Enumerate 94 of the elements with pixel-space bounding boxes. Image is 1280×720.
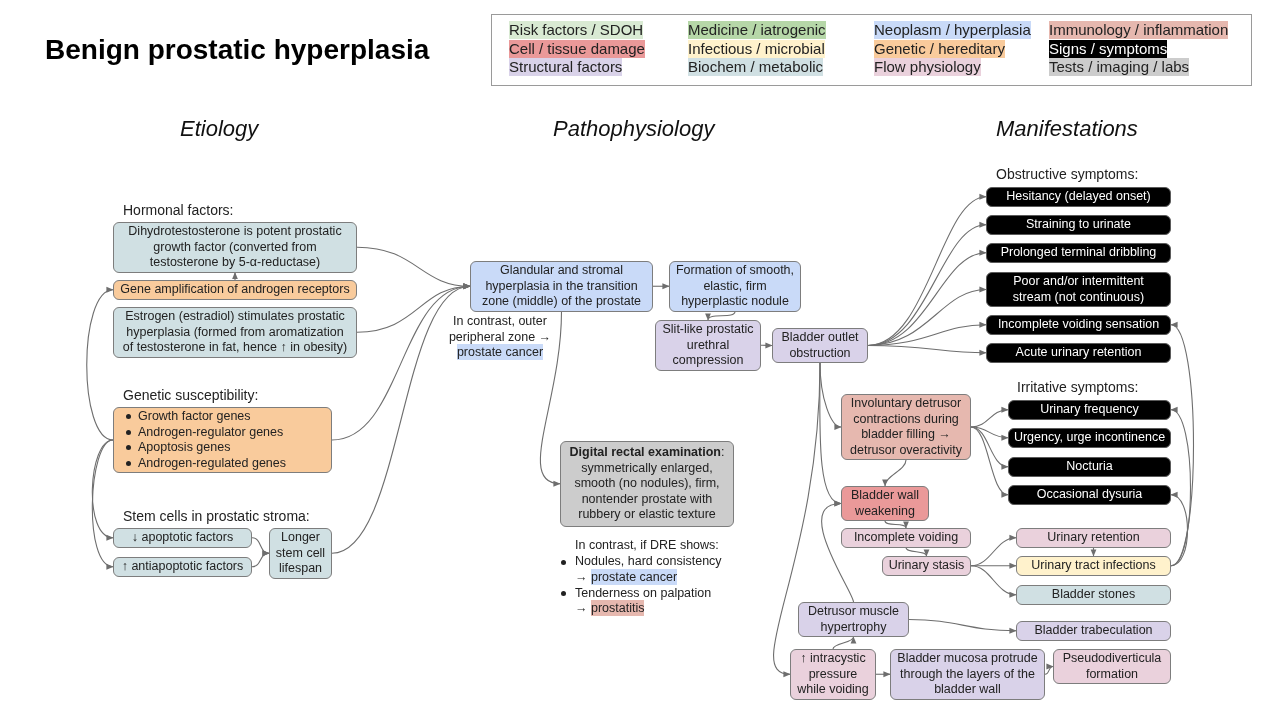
symptom-box: Urinary frequency (1008, 400, 1171, 420)
process-box: ↑ antiapoptotic factors (113, 557, 252, 577)
section-heading: Genetic susceptibility: (123, 387, 259, 403)
symptom-box: Nocturia (1008, 457, 1171, 477)
arrow (908, 618, 1017, 634)
process-box: Glandular and stromal hyperplasia in the transition zone (middle) of the prostate (470, 261, 653, 312)
section-heading: Hormonal factors: (123, 202, 234, 218)
column-heading: Manifestations (996, 116, 1138, 142)
arrow (875, 671, 891, 678)
legend-item: Immunology / inflammation (1049, 21, 1229, 40)
process-box: Bladder wall weakening (841, 486, 929, 521)
section-heading: Irritative symptoms: (1017, 379, 1139, 395)
highlighted-term: prostate cancer (591, 568, 678, 585)
arrow (905, 546, 928, 557)
process-box: Dihydrotestosterone is potent prostatic growth factor (converted from testosterone by 5-α-reductase) (113, 222, 357, 273)
section-heading: Obstructive symptoms: (996, 166, 1139, 182)
process-box: Detrusor muscle hypertrophy (798, 602, 909, 637)
symptom-box: Prolonged terminal dribbling (986, 243, 1171, 263)
legend-item: Genetic / hereditary (874, 39, 1005, 58)
arrow (251, 551, 270, 568)
process-box: Urinary tract infections (1016, 556, 1171, 576)
arrow (970, 407, 1009, 428)
legend-item: Structural factors (509, 58, 623, 77)
symptom-box: Acute urinary retention (986, 343, 1171, 363)
arrow (1170, 409, 1192, 567)
arrow (86, 289, 114, 441)
note-text: → (575, 601, 588, 615)
arrow (652, 283, 670, 290)
highlighted-term: prostatitis (591, 600, 645, 616)
arrow (832, 636, 855, 650)
arrow (1090, 546, 1097, 557)
process-box: Estrogen (estradiol) stimulates prostatic hyperplasia (formed from aromatization of testosterone in fat, hence ↑ in obesity) (113, 307, 357, 358)
list-item: Growth factor genes (138, 409, 251, 425)
process-box: Bladder trabeculation (1016, 621, 1171, 641)
highlighted-term: prostate cancer (456, 344, 544, 360)
symptom-box: Straining to urinate (986, 215, 1171, 235)
process-box: Gene amplification of androgen receptors (113, 280, 357, 300)
legend-item: Signs / symptoms (1049, 39, 1168, 58)
symptom-box: Hesitancy (delayed onset) (986, 187, 1171, 207)
process-box: Urinary stasis (882, 556, 971, 576)
arrow (1044, 664, 1054, 675)
process-box: Bladder mucosa protrude through the layers of the bladder wall (890, 649, 1045, 700)
process-box: Longer stem cell lifespan (269, 528, 332, 579)
process-box: Pseudodiverticula formation (1053, 649, 1171, 684)
process-box: Involuntary detrusor contractions during bladder filling → detrusor overactivity (841, 394, 971, 460)
arrow (970, 565, 1017, 597)
arrow (970, 426, 1009, 441)
process-box: Slit-like prostatic urethral compression (655, 320, 761, 371)
process-box (113, 407, 332, 473)
legend-item: Neoplasm / hyperplasia (874, 21, 1031, 40)
note-text: In contrast, if DRE shows: (575, 538, 719, 552)
symptom-box: Occasional dysuria (1008, 485, 1171, 505)
arrow (970, 426, 1009, 496)
process-box: ↓ apoptotic factors (113, 528, 252, 548)
process-box: ↑ intracystic pressure while voiding (790, 649, 876, 700)
legend-item: Infectious / microbial (688, 39, 825, 58)
process-box: Formation of smooth, elastic, firm hyperplastic nodule (669, 261, 801, 312)
symptom-box: Incomplete voiding sensation (986, 315, 1171, 335)
arrow (773, 362, 821, 676)
legend-item: Risk factors / SDOH (509, 21, 644, 40)
list-item: Apoptosis genes (138, 440, 231, 456)
arrow (331, 285, 471, 554)
arrow (91, 439, 114, 539)
legend-item: Medicine / iatrogenic (688, 21, 826, 40)
note-text: → (575, 569, 588, 584)
symptom-box: Urgency, urge incontinence (1008, 428, 1171, 448)
arrow (232, 271, 238, 281)
column-heading: Etiology (180, 116, 259, 142)
arrow (760, 342, 773, 349)
legend-item: Tests / imaging / labs (1049, 58, 1190, 77)
process-box: Bladder stones (1016, 585, 1171, 605)
arrow (91, 439, 114, 568)
note-text: Nodules, hard consistency (575, 554, 722, 568)
arrow (539, 310, 563, 486)
legend-item: Cell / tissue damage (509, 39, 645, 58)
list-item: Androgen-regulated genes (138, 455, 287, 471)
column-heading: Pathophysiology (553, 116, 715, 142)
process-box: Bladder outlet obstruction (772, 328, 868, 363)
list-item: Androgen-regulator genes (138, 424, 284, 440)
symptom-box: Poor and/or intermittent stream (not continuous) (986, 272, 1171, 307)
arrow (707, 310, 736, 321)
arrow (1170, 493, 1189, 567)
arrow (884, 520, 907, 529)
process-box: Incomplete voiding (841, 528, 971, 548)
arrow (821, 501, 855, 603)
diagram-title: Benign prostatic hyperplasia (45, 34, 430, 66)
legend-item: Flow physiology (874, 58, 981, 77)
process-box: Urinary retention (1016, 528, 1171, 548)
legend-item: Biochem / metabolic (688, 58, 824, 77)
note-text: Tenderness on palpation (575, 585, 712, 600)
arrow (883, 459, 907, 487)
process-box: Digital rectal examination: symmetrically enlarged, smooth (no nodules), firm, nontender prostate with rubbery or elastic texture (560, 441, 734, 527)
section-heading: Stem cells in prostatic stroma: (123, 508, 310, 524)
arrow (867, 344, 987, 356)
